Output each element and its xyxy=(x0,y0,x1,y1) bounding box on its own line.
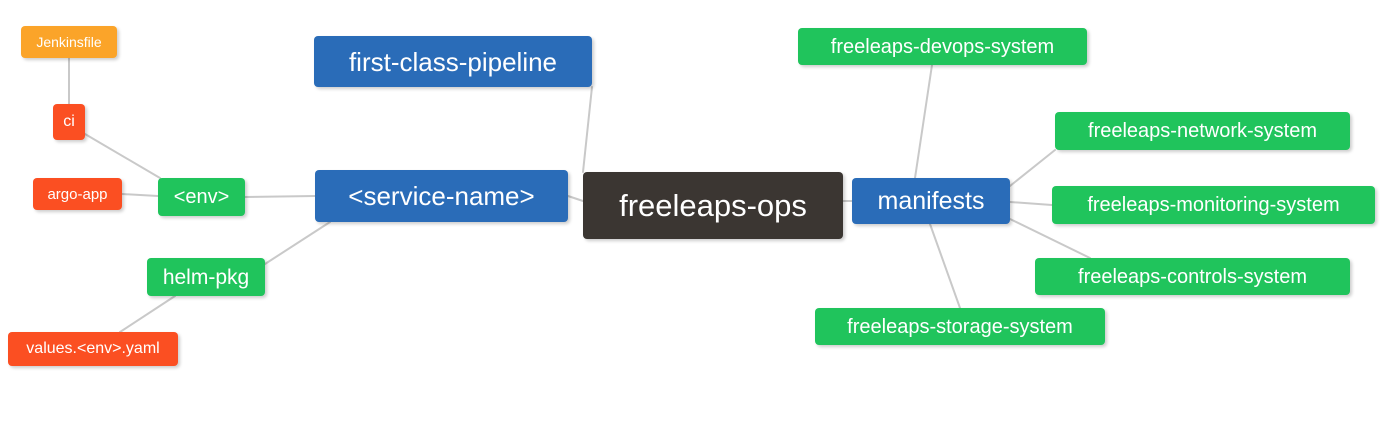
node-label-freeleaps-controls-system: freeleaps-controls-system xyxy=(1078,265,1307,288)
edge-helm-pkg-to-service-name xyxy=(264,221,331,265)
node-freeleaps-ops[interactable]: freeleaps-ops xyxy=(583,172,843,239)
node-label-helm-pkg: helm-pkg xyxy=(162,265,250,289)
node-label-freeleaps-network-system: freeleaps-network-system xyxy=(1088,120,1317,142)
node-ci[interactable]: ci xyxy=(53,104,85,140)
node-values-env-yaml[interactable]: values.<env>.yaml xyxy=(8,332,178,366)
node-freeleaps-monitoring-system[interactable]: freeleaps-monitoring-system xyxy=(1052,186,1375,224)
node-label-first-class-pipeline: first-class-pipeline xyxy=(348,46,558,77)
edge-ci-to-env xyxy=(84,133,161,179)
node-manifests[interactable]: manifests xyxy=(852,178,1010,224)
edge-manifests-to-freeleaps-storage-system xyxy=(929,223,961,309)
edge-manifests-to-freeleaps-controls-system xyxy=(1009,218,1091,259)
node-label-values-env-yaml: values.<env>.yaml xyxy=(26,340,160,357)
edge-manifests-to-freeleaps-devops-system xyxy=(914,64,933,179)
node-label-freeleaps-ops: freeleaps-ops xyxy=(619,188,807,223)
node-label-ci: ci xyxy=(63,113,75,130)
node-label-env: <env> xyxy=(173,186,230,208)
edge-manifests-to-freeleaps-network-system xyxy=(1009,149,1056,187)
edge-service-name-to-freeleaps-ops xyxy=(567,195,584,202)
edge-env-to-service-name xyxy=(244,195,316,198)
edge-argo-app-to-env xyxy=(121,193,159,197)
node-freeleaps-controls-system[interactable]: freeleaps-controls-system xyxy=(1035,258,1350,295)
node-helm-pkg[interactable]: helm-pkg xyxy=(147,258,265,296)
edge-manifests-to-freeleaps-monitoring-system xyxy=(1009,201,1053,206)
node-label-jenkinsfile: Jenkinsfile xyxy=(36,34,102,50)
node-freeleaps-devops-system[interactable]: freeleaps-devops-system xyxy=(798,28,1087,65)
node-label-freeleaps-devops-system: freeleaps-devops-system xyxy=(830,35,1055,58)
node-jenkinsfile[interactable]: Jenkinsfile xyxy=(21,26,117,58)
node-label-service-name: <service-name> xyxy=(348,181,535,211)
node-freeleaps-network-system[interactable]: freeleaps-network-system xyxy=(1055,112,1350,150)
node-label-freeleaps-monitoring-system: freeleaps-monitoring-system xyxy=(1087,194,1340,216)
node-first-class-pipeline[interactable]: first-class-pipeline xyxy=(314,36,592,87)
node-label-argo-app: argo-app xyxy=(47,185,108,203)
node-freeleaps-storage-system[interactable]: freeleaps-storage-system xyxy=(815,308,1105,345)
edge-first-class-pipeline-to-freeleaps-ops xyxy=(582,86,593,173)
edge-values-env-yaml-to-helm-pkg xyxy=(119,295,176,333)
node-env[interactable]: <env> xyxy=(158,178,245,216)
node-label-freeleaps-storage-system: freeleaps-storage-system xyxy=(847,315,1073,338)
node-service-name[interactable]: <service-name> xyxy=(315,170,568,222)
node-label-manifests: manifests xyxy=(877,186,985,215)
node-argo-app[interactable]: argo-app xyxy=(33,178,122,210)
